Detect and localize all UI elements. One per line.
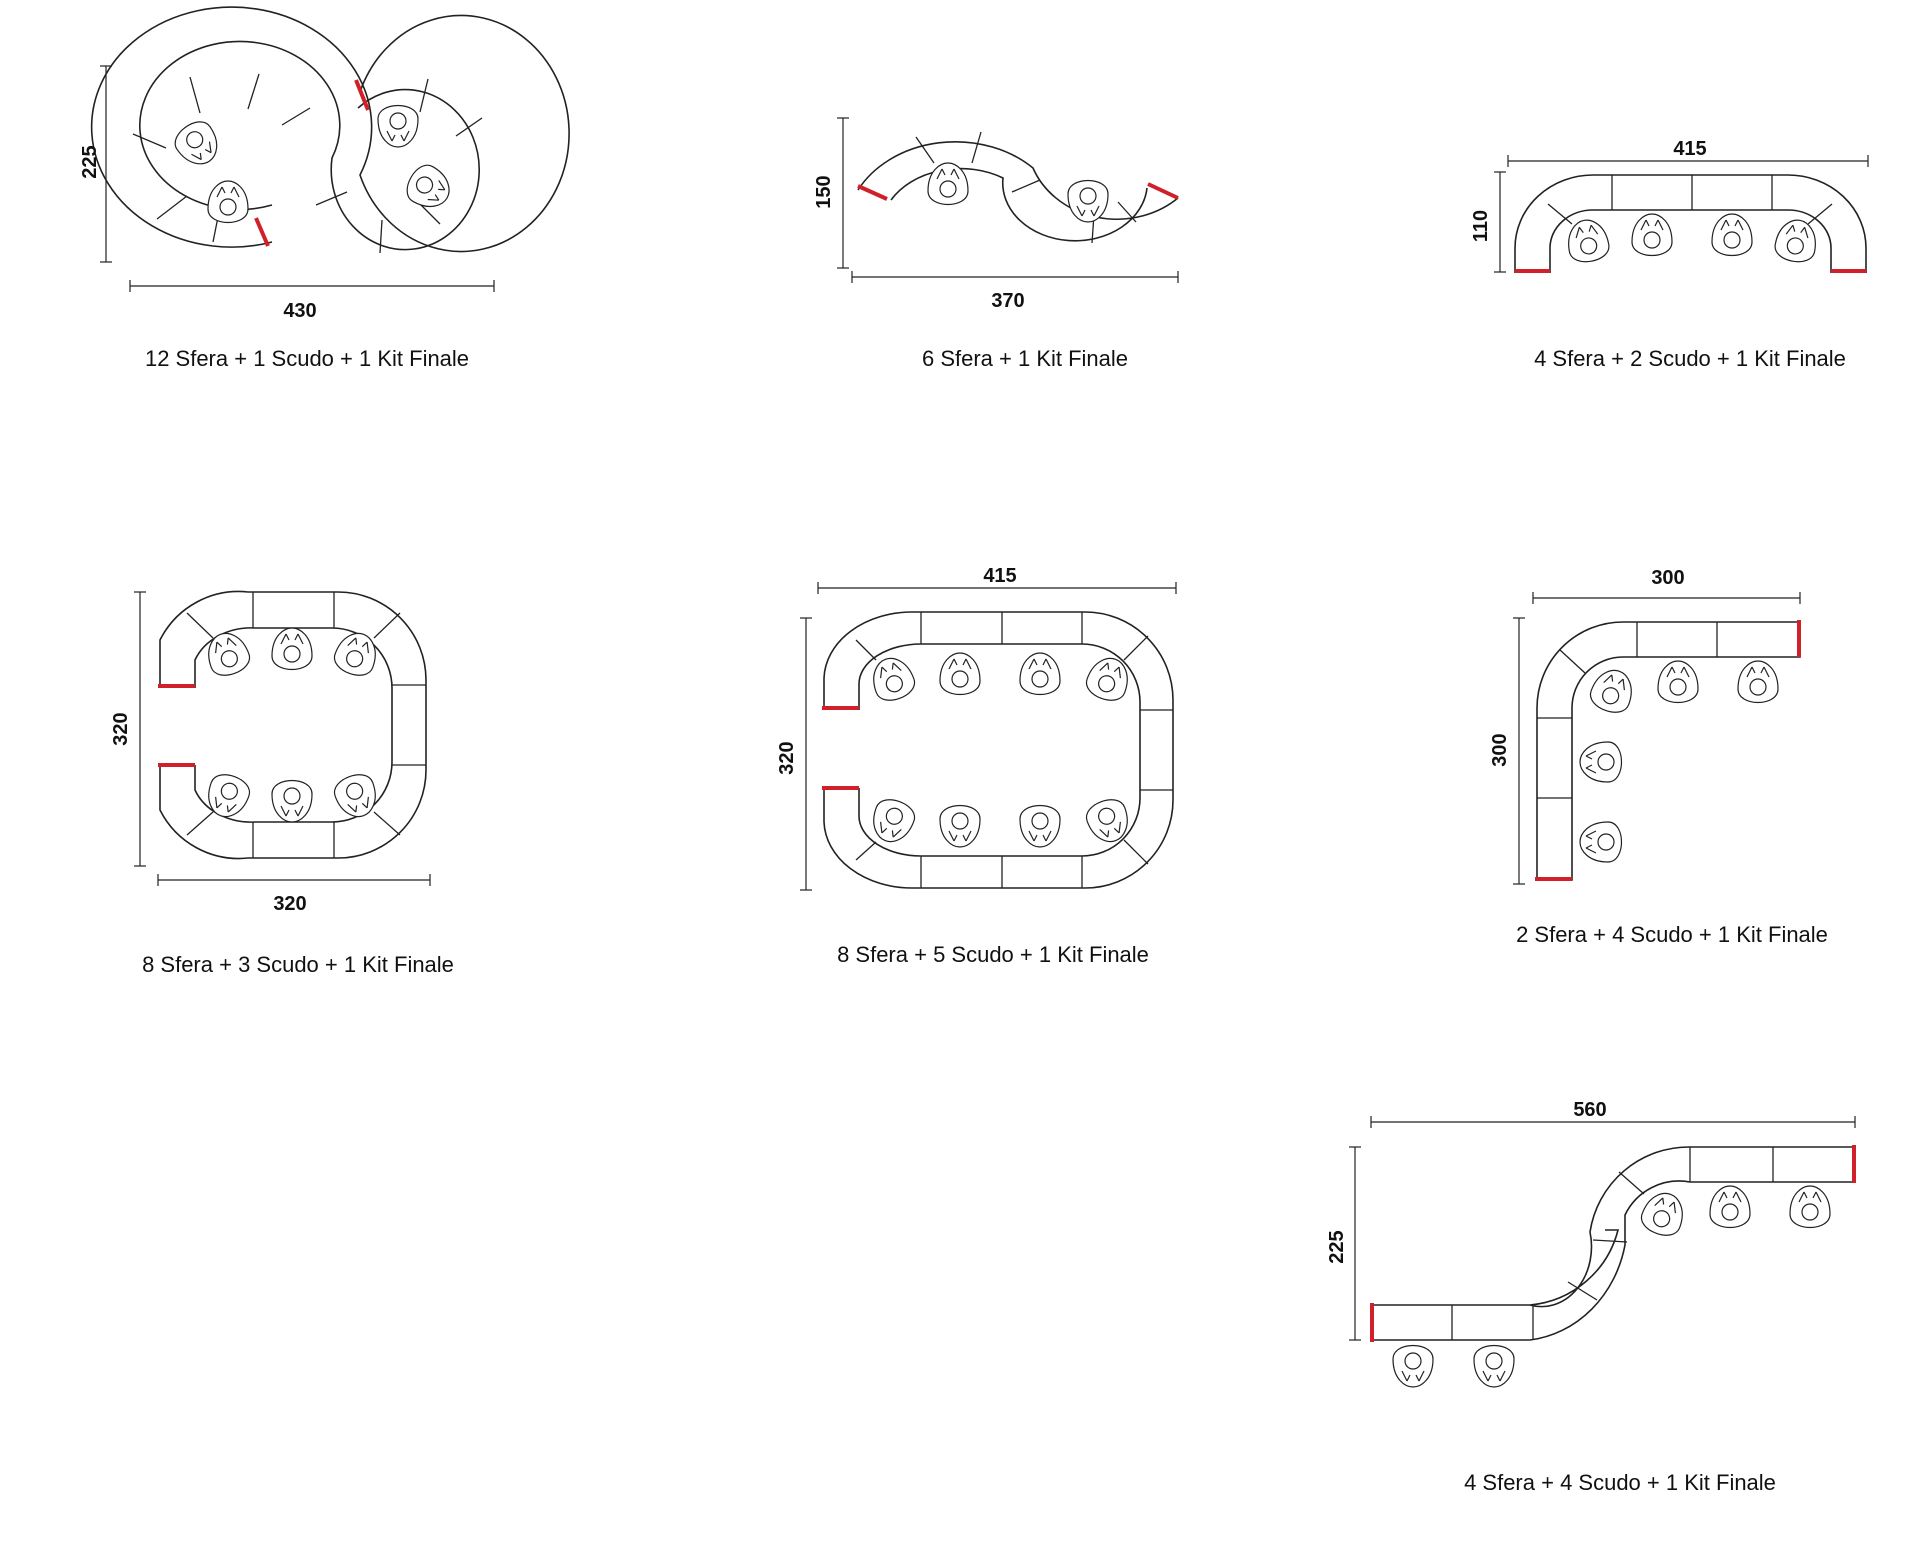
- width-label: 320: [273, 893, 306, 915]
- width-dimension: 560: [1370, 1099, 1856, 1128]
- caption: 8 Sfera + 5 Scudo + 1 Kit Finale: [837, 942, 1149, 967]
- width-dimension: 370: [851, 271, 1179, 312]
- seating-outline: [822, 611, 1174, 889]
- width-dimension: 320: [157, 874, 431, 915]
- caption: 8 Sfera + 3 Scudo + 1 Kit Finale: [142, 952, 454, 977]
- height-dimension: 150: [813, 117, 849, 269]
- height-label: 300: [1489, 733, 1511, 766]
- height-dimension: 320: [776, 617, 812, 891]
- seating-outline: [857, 131, 1179, 244]
- seating-outline: [1514, 174, 1867, 273]
- chairs: [1579, 660, 1779, 863]
- height-dimension: 225: [79, 65, 112, 263]
- width-dimension: 430: [129, 280, 495, 322]
- height-label: 320: [110, 712, 132, 745]
- height-dimension: 225: [1326, 1146, 1361, 1341]
- width-label: 300: [1651, 567, 1684, 589]
- width-label: 415: [983, 565, 1016, 587]
- chairs: [927, 162, 1109, 223]
- width-label: 430: [283, 300, 316, 322]
- height-label: 225: [1326, 1230, 1348, 1263]
- height-dimension: 300: [1489, 617, 1525, 885]
- height-label: 320: [776, 741, 798, 774]
- caption: 6 Sfera + 1 Kit Finale: [922, 346, 1128, 371]
- caption: 4 Sfera + 2 Scudo + 1 Kit Finale: [1534, 346, 1846, 371]
- seating-outline: [90, 6, 570, 254]
- height-dimension: 320: [110, 591, 146, 867]
- chairs: [1563, 213, 1821, 266]
- caption: 12 Sfera + 1 Scudo + 1 Kit Finale: [145, 346, 469, 371]
- caption: 4 Sfera + 4 Scudo + 1 Kit Finale: [1464, 1470, 1776, 1495]
- seating-outline: [1370, 1145, 1856, 1342]
- width-label: 370: [991, 290, 1024, 312]
- height-label: 225: [79, 145, 101, 178]
- layout-2: 370 150 6 Sfera + 1 Kit Finale: [813, 117, 1179, 371]
- width-dimension: 300: [1532, 567, 1801, 604]
- layout-7: 560 225 4 Sfera + 4 Scudo + 1 Kit Finale: [1326, 1099, 1856, 1495]
- layout-6: 300 300 2 Sfera + 4 Scudo + 1 Kit Finale: [1489, 567, 1828, 947]
- caption: 2 Sfera + 4 Scudo + 1 Kit Finale: [1516, 922, 1828, 947]
- height-label: 110: [1470, 210, 1492, 242]
- chairs: [168, 104, 458, 224]
- seating-outline: [1535, 620, 1801, 881]
- chairs: [866, 651, 1135, 849]
- layout-5: 415 320 8 Sfera + 5 Scudo + 1 Kit Finale: [776, 565, 1177, 967]
- chairs: [201, 626, 383, 824]
- layout-4: 320 320 8 Sfera + 3 Scudo + 1 Kit Finale: [110, 590, 454, 977]
- width-dimension: 415: [1507, 138, 1869, 167]
- layout-1: 430 225 12 Sfera + 1 Scudo + 1 Kit Final…: [79, 6, 570, 371]
- width-label: 415: [1673, 138, 1706, 160]
- width-dimension: 415: [817, 565, 1177, 594]
- seating-outline: [158, 590, 427, 860]
- height-label: 150: [813, 175, 835, 208]
- layout-3: 415 110 4 Sfera + 2 Scudo + 1 Kit Finale: [1470, 138, 1869, 371]
- height-dimension: 110: [1470, 171, 1506, 273]
- chairs: [1392, 1185, 1831, 1388]
- width-label: 560: [1573, 1099, 1606, 1121]
